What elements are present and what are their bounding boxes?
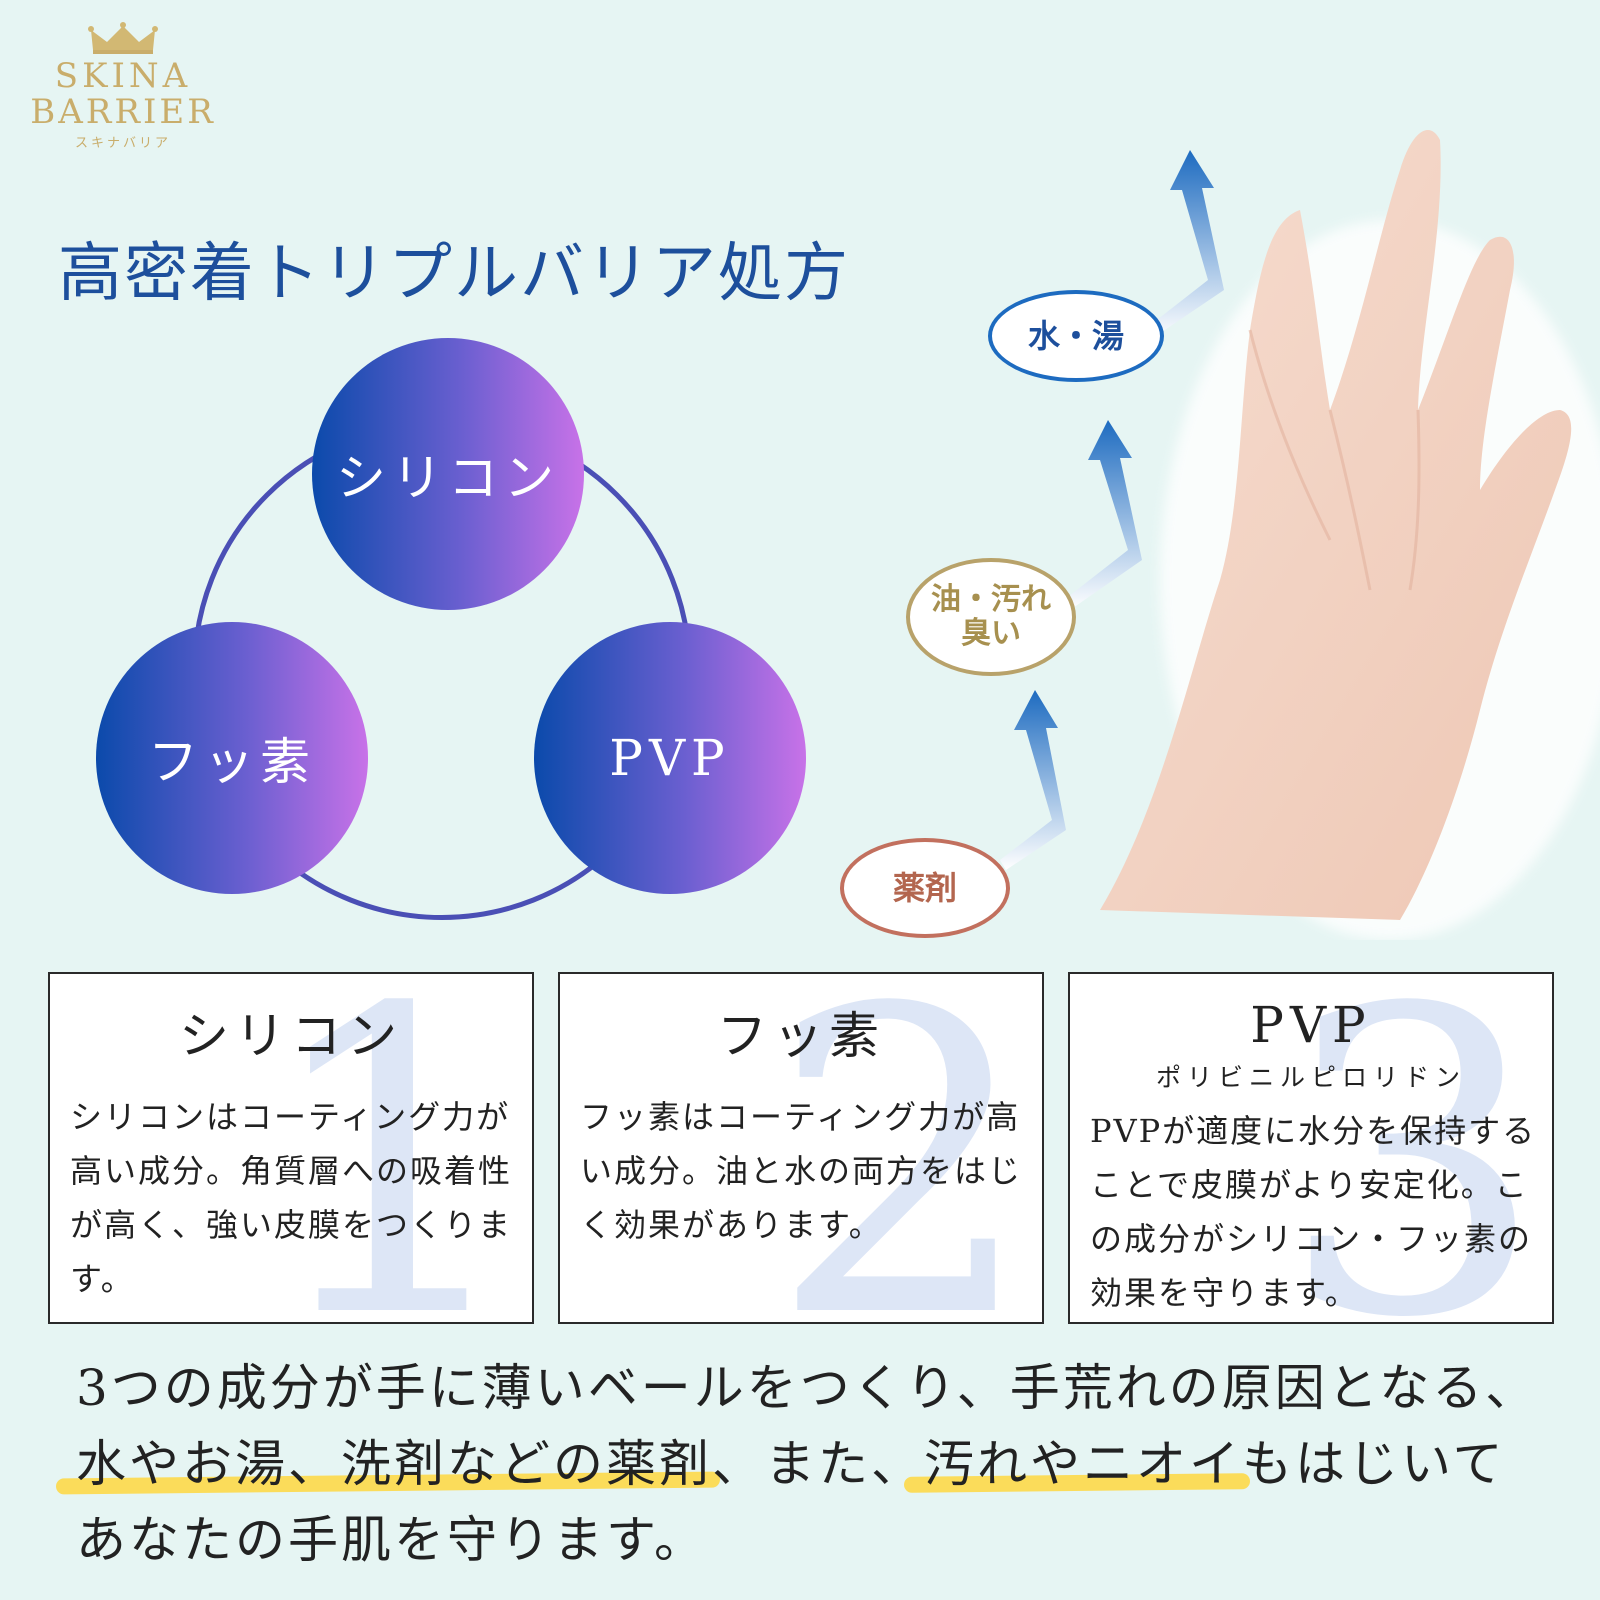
logo-line-2: BARRIER (30, 92, 216, 132)
card-title: PVP (1250, 996, 1372, 1054)
summary-mid: 、また、 (712, 1435, 924, 1493)
ingredient-card-pvp: 3 PVP ポリビニルピロリドン PVPが適度に水分を保持することで皮膜がより安… (1068, 972, 1554, 1324)
summary-line-1: 3つの成分が手に薄いベールをつくり、手荒れの原因となる、 (76, 1359, 1539, 1417)
bubble-fluorine: フッ素 (96, 622, 368, 894)
crown-icon (88, 22, 158, 54)
ingredient-trio: シリコン フッ素 PVP (0, 0, 820, 940)
bubble-pvp: PVP (534, 622, 806, 894)
tag-water: 水・湯 (988, 290, 1164, 382)
hands-illustration (1100, 130, 1600, 940)
page-title: 高密着トリプルバリア処方 (58, 237, 850, 311)
card-subtitle: ポリビニルピロリドン (1155, 1063, 1466, 1092)
card-title: シリコン (179, 1007, 403, 1065)
ingredient-card-fluorine: 2 フッ素 フッ素はコーティング力が高い成分。油と水の両方をはじく効果があります… (558, 972, 1044, 1324)
logo-line-3: スキナバリア (74, 136, 171, 151)
card-body: フッ素はコーティング力が高い成分。油と水の両方をはじく効果があります。 (580, 1098, 1023, 1244)
card-number: 1 (258, 972, 526, 1324)
highlight-chemicals: 水やお湯、洗剤などの薬剤 (76, 1435, 712, 1493)
card-title: フッ素 (717, 1007, 885, 1065)
summary-tail: もはじいて (1242, 1435, 1506, 1493)
tag-oil: 油・汚れ 臭い (906, 558, 1076, 676)
card-body: PVPが適度に水分を保持することで皮膜がより安定化。この成分がシリコン・フッ素の… (1090, 1112, 1537, 1312)
tag-oil-line-2: 臭い (961, 616, 1021, 651)
card-number: 3 (1278, 972, 1546, 1324)
card-number: 2 (768, 972, 1036, 1324)
card-body: シリコンはコーティング力が高い成分。角質層への吸着性が高く、強い皮膜をつくります… (70, 1098, 513, 1298)
tag-oil-line-1: 油・汚れ (931, 582, 1051, 617)
highlight-dirt-odor: 汚れやニオイ (924, 1435, 1242, 1493)
summary-line-3: あなたの手肌を守ります。 (76, 1511, 707, 1569)
tag-chemical: 薬剤 (840, 838, 1010, 938)
logo-line-1: SKINA (54, 56, 192, 96)
summary-text: 3つの成分が手に薄いベールをつくり、手荒れの原因となる、 水やお湯、洗剤などの薬… (76, 1350, 1576, 1578)
ingredient-card-silicone: 1 シリコン シリコンはコーティング力が高い成分。角質層への吸着性が高く、強い皮… (48, 972, 534, 1324)
protection-arrows (1000, 150, 1224, 870)
bubble-silicone: シリコン (312, 338, 584, 610)
brand-logo: SKINA BARRIER スキナバリア (28, 22, 218, 151)
summary-line-2: 水やお湯、洗剤などの薬剤、また、汚れやニオイもはじいて (76, 1426, 1576, 1502)
